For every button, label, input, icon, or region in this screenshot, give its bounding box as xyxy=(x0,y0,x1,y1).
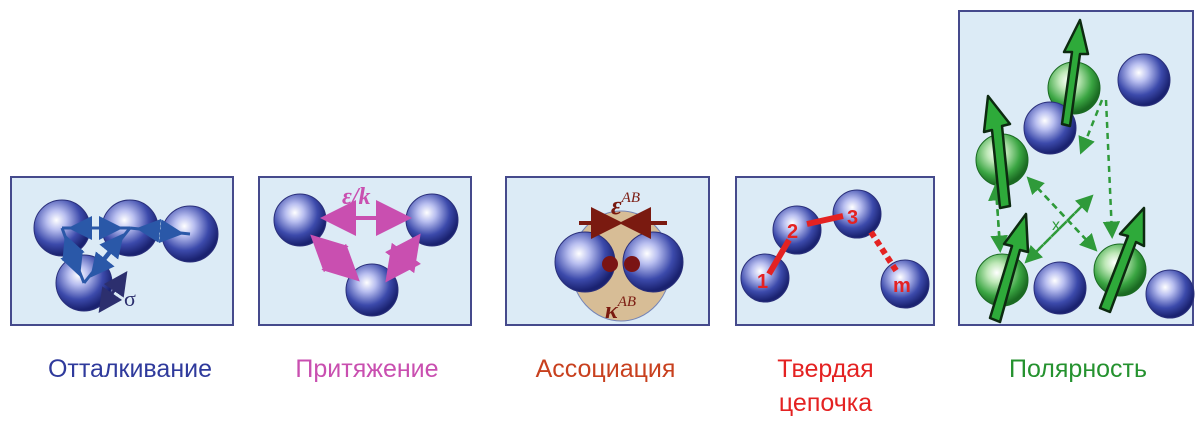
attraction-label: Притяжение xyxy=(295,355,439,383)
sphere xyxy=(273,193,327,247)
site-dot xyxy=(624,256,640,272)
repulsion-panel: σ xyxy=(10,176,234,326)
hard-chain-panel: 1 2 3 m xyxy=(735,176,935,326)
hard-chain-label-line1: Твердая xyxy=(777,355,874,383)
segment-label: 3 xyxy=(847,207,858,229)
sphere xyxy=(405,193,459,247)
repulsion-label: Отталкивание xyxy=(47,355,213,383)
sphere xyxy=(345,263,399,317)
nonpolar-molecule xyxy=(1033,261,1087,315)
attraction-arrows xyxy=(310,200,421,283)
hard-chain-label-line2: цепочка xyxy=(778,389,873,417)
cross-mark: x xyxy=(1052,217,1060,234)
association-panel: εAB κAB xyxy=(505,176,710,326)
segment-label: 2 xyxy=(787,221,798,243)
sigma-arrow xyxy=(98,271,128,313)
chain-segment xyxy=(832,189,882,239)
epsilon-k-label: ε/k xyxy=(342,184,371,210)
dipole-interactions xyxy=(988,99,1121,264)
association-label: Ассоциация xyxy=(535,355,676,383)
nonpolar-molecule xyxy=(1145,269,1195,319)
sigma-label: σ xyxy=(124,286,136,311)
sphere xyxy=(622,231,684,293)
polarity-panel: x xyxy=(958,10,1195,326)
polarity-label: Полярность xyxy=(1008,355,1148,383)
site-dot xyxy=(602,256,618,272)
segment-label: m xyxy=(893,275,911,297)
chain-segment xyxy=(880,259,930,309)
segment-label: 1 xyxy=(757,271,768,293)
nonpolar-molecule xyxy=(1117,53,1171,107)
kappa-ab-label: κAB xyxy=(605,294,636,324)
dipole-arrows xyxy=(982,18,1146,324)
attraction-panel: ε/k xyxy=(258,176,472,326)
epsilon-ab-label: εAB xyxy=(611,190,640,220)
repulsion-arrows xyxy=(60,216,191,284)
chain-bonds xyxy=(766,213,900,276)
